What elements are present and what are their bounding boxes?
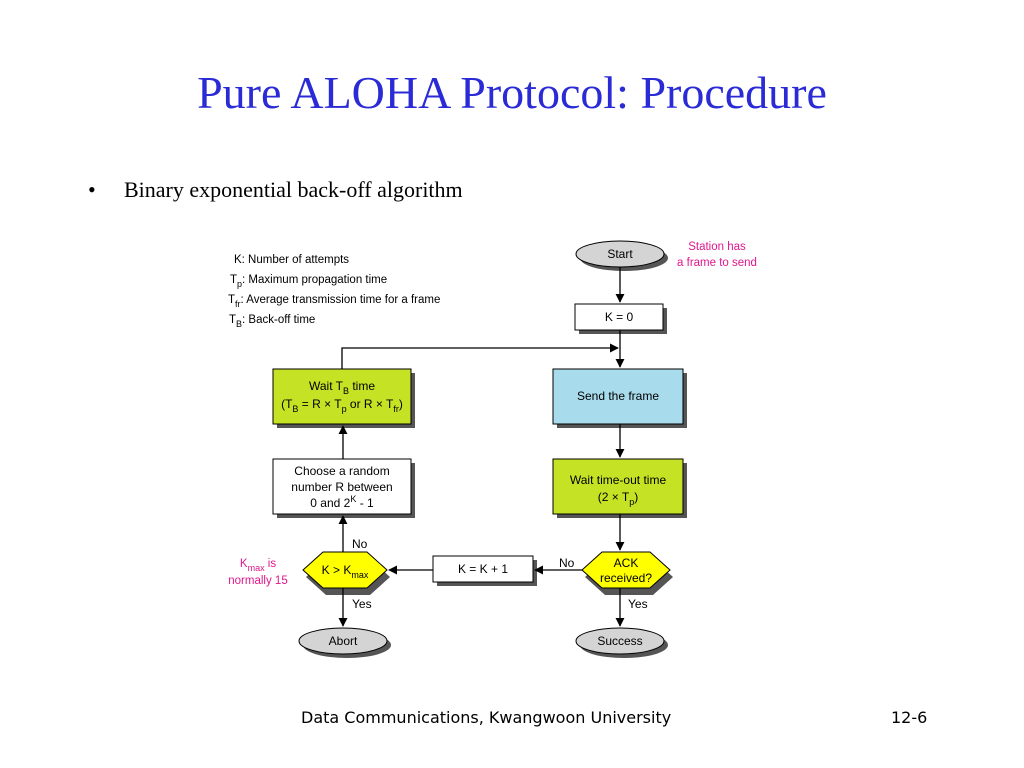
k-init-label: K = 0 xyxy=(605,310,634,324)
svg-text:Choose a random: Choose a random xyxy=(294,464,389,478)
bullet-marker: • xyxy=(88,177,96,202)
svg-text:Kmax is: Kmax is xyxy=(240,558,276,573)
send-frame-node: Send the frame xyxy=(552,368,687,428)
wait-timeout-node: Wait time-out time (2 × Tp) xyxy=(552,458,687,518)
arrow-backoff-to-send xyxy=(341,343,619,369)
legend: K: Number of attempts Tp: Maximum propag… xyxy=(228,254,440,329)
success-node: Success xyxy=(575,627,668,658)
svg-text:K = K + 1: K = K + 1 xyxy=(458,562,508,576)
legend-tp: Tp: Maximum propagation time xyxy=(230,274,387,289)
svg-text:K > Kmax: K > Kmax xyxy=(322,563,369,580)
svg-text:a frame to send: a frame to send xyxy=(677,257,757,269)
footer-course: Data Communications, Kwangwoon Universit… xyxy=(301,708,672,727)
label-ack-no: No xyxy=(559,556,575,570)
label-kmax-yes: Yes xyxy=(352,597,372,611)
svg-text:Wait time-out time: Wait time-out time xyxy=(570,473,667,487)
bullet-item: • Binary exponential back-off algorithm xyxy=(88,177,463,203)
label-kmax-no: No xyxy=(352,537,368,551)
svg-text:(2 × Tp): (2 × Tp) xyxy=(598,490,638,507)
legend-k: K: Number of attempts xyxy=(234,254,349,266)
ack-decision: ACK received? xyxy=(581,551,673,595)
label-ack-yes: Yes xyxy=(628,597,648,611)
bullet-text: Binary exponential back-off algorithm xyxy=(124,177,463,202)
svg-text:number R between: number R between xyxy=(291,480,392,494)
svg-text:normally 15: normally 15 xyxy=(228,575,287,587)
kmax-note: Kmax is normally 15 xyxy=(228,558,287,587)
svg-text:Wait TB time: Wait TB time xyxy=(309,379,375,396)
slide-title: Pure ALOHA Protocol: Procedure xyxy=(197,67,827,118)
svg-text:(TB = R × Tp or R × Tfr): (TB = R × Tp or R × Tfr) xyxy=(281,397,403,414)
k-init-node: K = 0 xyxy=(574,303,667,334)
k-increment-node: K = K + 1 xyxy=(432,555,537,586)
legend-tb: TB: Back-off time xyxy=(229,314,315,329)
svg-text:Station has: Station has xyxy=(688,241,746,253)
legend-tfr: Tfr: Average transmission time for a fra… xyxy=(228,294,440,309)
random-number-node: Choose a random number R between 0 and 2… xyxy=(272,458,415,518)
wait-backoff-node: Wait TB time (TB = R × Tp or R × Tfr) xyxy=(272,368,415,428)
svg-text:0 and 2K - 1: 0 and 2K - 1 xyxy=(310,494,374,510)
success-label: Success xyxy=(597,634,642,648)
start-node: Start xyxy=(575,240,668,271)
abort-label: Abort xyxy=(329,634,358,648)
send-frame-label: Send the frame xyxy=(577,389,659,403)
connectors xyxy=(338,267,625,627)
abort-node: Abort xyxy=(298,627,391,658)
svg-text:ACK: ACK xyxy=(614,556,639,570)
kmax-decision: K > Kmax xyxy=(302,551,390,595)
start-label: Start xyxy=(607,247,633,261)
svg-text:received?: received? xyxy=(600,571,652,585)
station-note: Station has a frame to send xyxy=(677,241,757,269)
footer-page-number: 12-6 xyxy=(891,708,928,727)
